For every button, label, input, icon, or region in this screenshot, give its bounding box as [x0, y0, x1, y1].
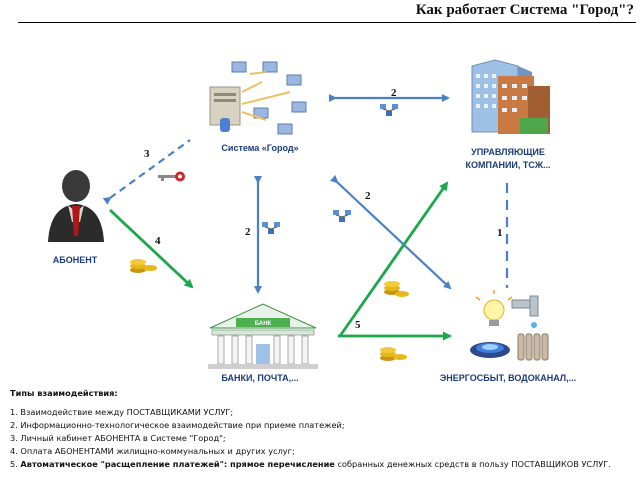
arrow-label-2-top: 2	[391, 87, 397, 99]
arrow-label-2-vertical: 2	[245, 226, 251, 238]
management-label-line1: УПРАВЛЯЮЩИЕ	[471, 147, 545, 157]
energy-label: ЭНЕРГОСБЫТ, ВОДОКАНАЛ,...	[439, 373, 577, 383]
arrow-5-banks-to-management	[338, 181, 449, 337]
arrow-label-4: 4	[155, 235, 161, 247]
network-icon	[333, 210, 351, 222]
legend-item: 1. Взаимодействие между ПОСТАВЩИКАМИ УСЛ…	[10, 407, 234, 417]
subscriber-label: АБОНЕНТ	[52, 255, 98, 265]
network-icon	[262, 222, 280, 234]
apartment-buildings-icon	[471, 59, 550, 134]
arrow-4-subscriber-banks	[109, 208, 194, 289]
legend-item-5: 5. Автоматическое "расщепление платежей"…	[10, 458, 635, 471]
legend-item: 2. Информационно-технологическое взаимод…	[10, 420, 345, 430]
management-label: УПРАВЛЯЮЩИЕ КОМПАНИИ, ТСЖ...	[450, 146, 566, 172]
interaction-diagram: 2 3 4 2 2 1 5	[48, 59, 550, 369]
arrow-label-2-cross: 2	[365, 190, 371, 202]
key-icon	[158, 171, 185, 182]
arrow-2-cross-system-energy	[329, 174, 452, 290]
arrow-label-3: 3	[144, 148, 150, 160]
arrow-label-1: 1	[497, 227, 503, 239]
legend-item: 4. Оплата АБОНЕНТАМИ жилищно-коммунальны…	[10, 446, 295, 456]
arrow-label-5: 5	[355, 319, 361, 331]
coins-icon	[130, 259, 157, 273]
legend-item: 3. Личный кабинет АБОНЕНТА в Системе "Го…	[10, 433, 226, 443]
network-icon	[380, 104, 398, 116]
coins-icon	[384, 281, 409, 297]
utilities-icon	[470, 290, 549, 361]
coins-icon	[380, 347, 407, 361]
management-label-line2: КОМПАНИИ, ТСЖ...	[465, 160, 551, 170]
legend: Типы взаимодействия: 1. Взаимодействие м…	[10, 387, 635, 471]
server-network-icon	[209, 61, 307, 135]
banks-label: БАНКИ, ПОЧТА,...	[221, 373, 299, 383]
page-title: Как работает Система "Город"?	[415, 2, 634, 18]
legend-title: Типы взаимодействия:	[10, 388, 118, 398]
legend-item-5-prefix: 5.	[10, 459, 21, 469]
arrow-3-subscriber-system	[102, 139, 191, 205]
legend-item-5-bold: Автоматическое "расщепление платежей": п…	[20, 459, 335, 469]
bank-sign: БАНК	[255, 321, 272, 327]
title-underline	[18, 22, 636, 23]
bank-building-icon: БАНК	[208, 303, 318, 369]
subscriber-avatar-icon	[48, 170, 104, 242]
system-label: Система «Город»	[221, 143, 299, 153]
legend-item-5-rest: собранных денежных средств в пользу ПОСТ…	[334, 459, 611, 469]
